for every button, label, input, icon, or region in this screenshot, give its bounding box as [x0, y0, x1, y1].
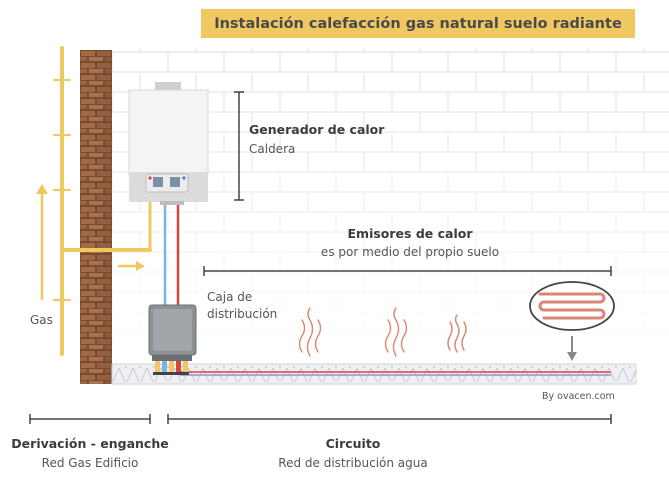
distribution-box-label-line1: Caja de: [207, 290, 253, 304]
floor-hatch: [112, 366, 636, 382]
circuit-title: Circuito: [325, 436, 381, 451]
credit-label: By ovacen.com: [542, 391, 615, 402]
floor-coil-icon: [529, 281, 615, 331]
derivation-bracket: [29, 414, 151, 424]
distribution-box-icon: [148, 304, 197, 375]
circuit-bracket: [167, 414, 612, 424]
generator-subtitle: Caldera: [249, 142, 296, 156]
derivation-title: Derivación - enganche: [11, 436, 169, 451]
arrow-down-icon: [567, 336, 577, 361]
brick-column: [80, 50, 112, 384]
generator-title: Generador de calor: [249, 122, 385, 137]
emitters-subtitle: es por medio del propio suelo: [320, 245, 500, 259]
emitters-bracket: [203, 266, 612, 276]
emitters-title: Emisores de calor: [347, 226, 473, 241]
boiler-icon: [128, 82, 209, 205]
circuit-subtitle: Red de distribución agua: [278, 456, 428, 470]
gas-label: Gas: [30, 313, 53, 327]
arrow-right-icon: [118, 261, 145, 271]
page-title: Instalación calefacción gas natural suel…: [214, 15, 622, 32]
generator-bracket: [234, 91, 244, 201]
distribution-box-label-line2: distribución: [207, 307, 278, 321]
arrow-up-icon: [36, 184, 48, 300]
gas-pipes: [53, 46, 152, 356]
derivation-subtitle: Red Gas Edificio: [41, 456, 139, 470]
heat-wave-icon: [298, 307, 467, 357]
title-banner: Instalación calefacción gas natural suel…: [201, 9, 635, 38]
